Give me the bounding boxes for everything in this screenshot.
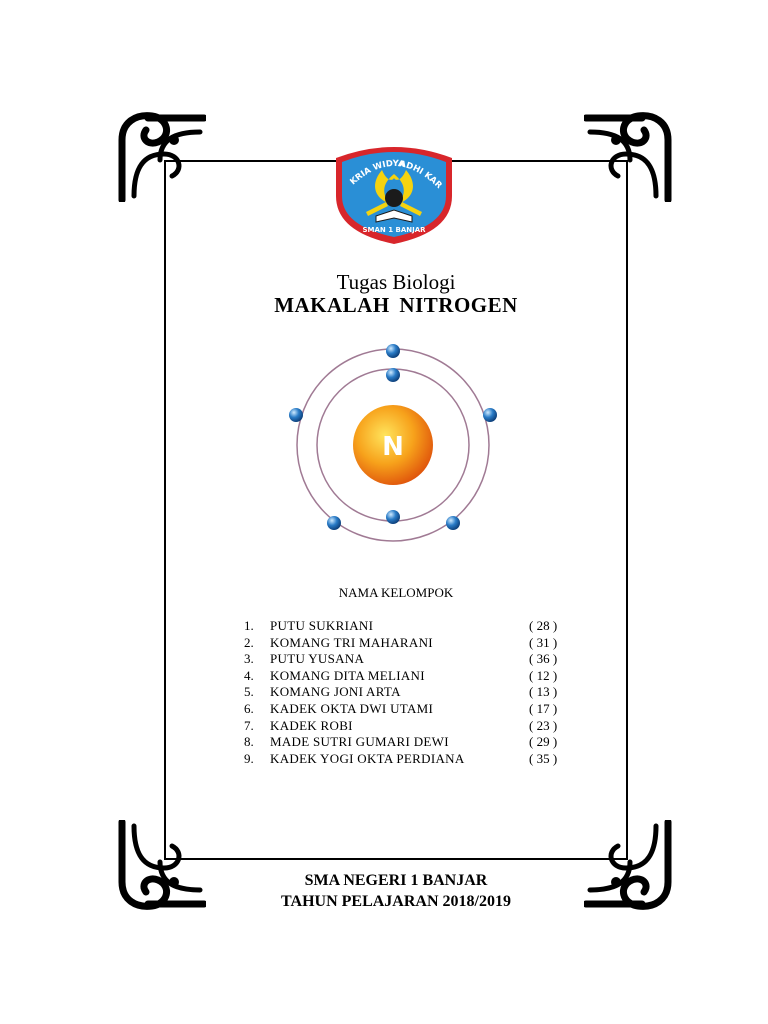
list-item: 3. PUTU YUSANA ( 36 )	[244, 651, 574, 668]
electron	[386, 344, 400, 358]
member-number: 4.	[244, 667, 254, 683]
member-absen: ( 17 )	[529, 700, 558, 716]
corner-ornament-bottom-right	[584, 820, 676, 912]
member-name: MADE SUTRI GUMARI DEWI	[270, 734, 449, 750]
electron	[327, 516, 341, 530]
member-absen: ( 29 )	[529, 734, 558, 750]
member-name: KADEK OKTA DWI UTAMI	[270, 700, 434, 716]
list-item: 2. KOMANG TRI MAHARANI ( 31 )	[244, 635, 574, 652]
corner-ornament-top-right	[584, 110, 676, 202]
member-absen: ( 12 )	[529, 667, 558, 683]
corner-ornament-bottom-left	[114, 820, 206, 912]
cover-subject: Tugas Biologi	[336, 270, 456, 294]
electron	[386, 510, 400, 524]
list-item: 4. KOMANG DITA MELIANI ( 12 )	[244, 668, 574, 685]
member-number: 7.	[244, 717, 254, 733]
electron	[289, 408, 303, 422]
nitrogen-atom-illustration: N	[268, 340, 520, 550]
electron	[483, 408, 497, 422]
member-number: 6.	[244, 700, 254, 716]
member-list: 1. PUTU SUKRIANI ( 28 ) 2. KOMANG TRI MAHAR…	[244, 618, 574, 767]
member-absen: ( 13 )	[529, 684, 558, 700]
academic-year: TAHUN PELAJARAN 2018/2019	[281, 893, 511, 910]
member-name: KOMANG DITA MELIANI	[270, 667, 425, 683]
cover-title: MAKALAH NITROGEN	[274, 293, 518, 317]
member-number: 3.	[244, 651, 254, 667]
member-absen: ( 36 )	[529, 651, 558, 667]
member-name: KOMANG JONI ARTA	[270, 684, 401, 700]
nucleus	[353, 405, 433, 485]
member-name: PUTU SUKRIANI	[270, 618, 374, 633]
element-symbol: N	[382, 432, 404, 462]
member-name: KOMANG TRI MAHARANI	[270, 634, 433, 650]
school-name: SMA NEGERI 1 BANJAR	[304, 872, 488, 889]
list-item: 5. KOMANG JONI ARTA ( 13 )	[244, 684, 574, 701]
school-logo: KRIA WIDYA ADHI KARMITA SMAN 1 BANJAR	[330, 136, 458, 246]
member-number: 8.	[244, 734, 254, 750]
member-name: PUTU YUSANA	[270, 651, 365, 667]
member-number: 5.	[244, 684, 254, 700]
member-name: KADEK ROBI	[270, 717, 353, 733]
member-absen: ( 28 )	[529, 618, 558, 633]
electron	[386, 368, 400, 382]
member-number: 9.	[244, 750, 254, 766]
corner-ornament-top-left	[114, 110, 206, 202]
member-absen: ( 31 )	[529, 634, 558, 650]
member-number: 1.	[244, 618, 254, 633]
list-item: 8. MADE SUTRI GUMARI DEWI ( 29 )	[244, 734, 574, 751]
list-item: 7. KADEK ROBI ( 23 )	[244, 718, 574, 735]
list-item: 6. KADEK OKTA DWI UTAMI ( 17 )	[244, 701, 574, 718]
group-heading: NAMA KELOMPOK	[338, 585, 454, 600]
logo-school-label: SMAN 1 BANJAR	[362, 226, 426, 234]
electron	[446, 516, 460, 530]
member-absen: ( 23 )	[529, 717, 558, 733]
member-name: KADEK YOGI OKTA PERDIANA	[270, 750, 465, 766]
list-item: 1. PUTU SUKRIANI ( 28 )	[244, 618, 574, 635]
list-item: 9. KADEK YOGI OKTA PERDIANA ( 35 )	[244, 751, 574, 768]
member-absen: ( 35 )	[529, 750, 558, 766]
member-number: 2.	[244, 634, 254, 650]
